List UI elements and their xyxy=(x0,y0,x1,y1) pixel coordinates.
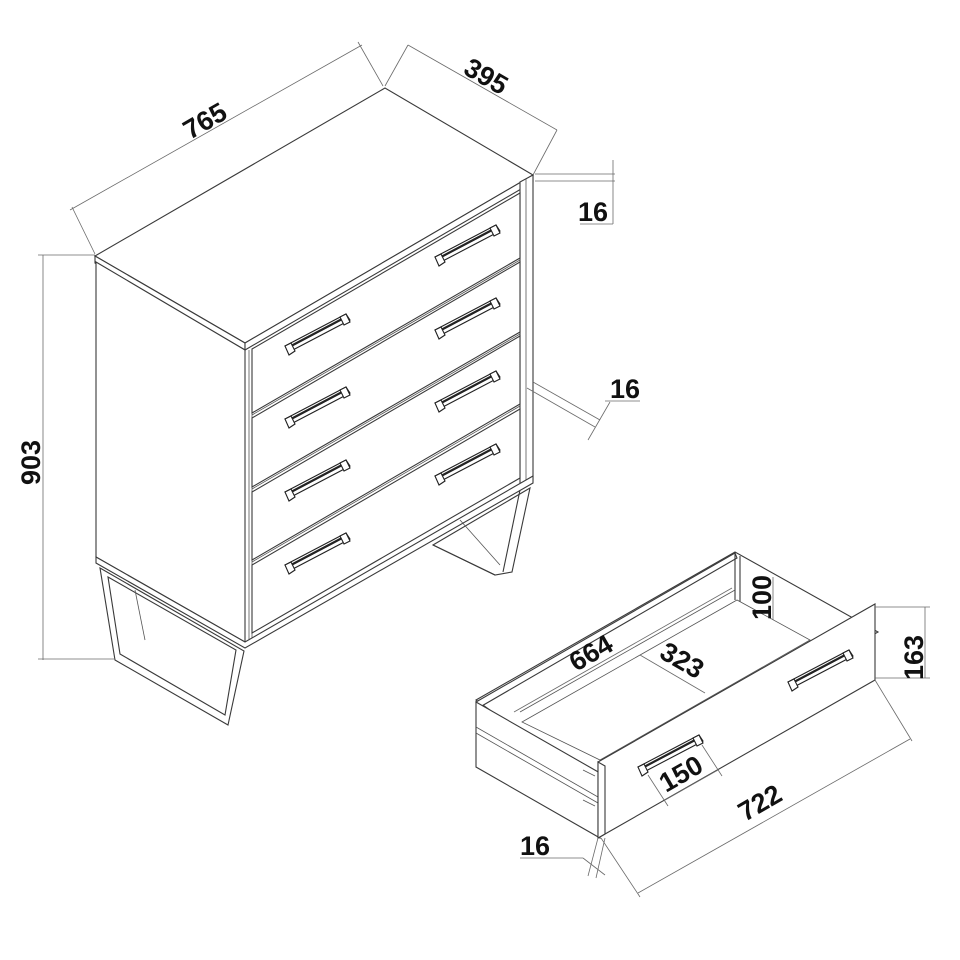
cabinet-legs xyxy=(99,486,531,726)
handle-icon xyxy=(787,649,854,692)
label-side-thickness: 16 xyxy=(610,374,640,404)
label-drawer-front-thickness: 16 xyxy=(520,831,550,861)
handle-icon xyxy=(284,386,351,429)
label-drawer-front-height: 163 xyxy=(899,635,929,680)
handle-icon xyxy=(434,443,501,486)
drawer-dimensions xyxy=(513,577,930,898)
cabinet-dimensions xyxy=(38,41,640,660)
label-cabinet-width: 765 xyxy=(178,97,232,146)
cabinet-right-side xyxy=(519,174,534,488)
label-top-thickness: 16 xyxy=(578,197,608,227)
drawer-front-3[interactable] xyxy=(251,335,521,561)
handle-icon xyxy=(284,313,351,356)
cabinet-base-rail xyxy=(95,475,534,649)
handle-icon xyxy=(284,532,351,575)
drawer-detail xyxy=(474,551,880,839)
drawer-front-4[interactable] xyxy=(251,408,521,634)
label-drawer-front-width: 722 xyxy=(733,779,787,828)
label-cabinet-height: 903 xyxy=(16,440,46,485)
handle-icon xyxy=(284,459,351,502)
label-cabinet-depth: 395 xyxy=(459,52,513,101)
handle-icon xyxy=(434,370,501,413)
handle-icon xyxy=(434,297,501,340)
drawer-left-side xyxy=(475,701,601,839)
handle-icon xyxy=(637,734,704,777)
drawer-front-2[interactable] xyxy=(251,261,521,488)
cabinet xyxy=(93,87,535,726)
drawer-handles xyxy=(284,224,501,575)
label-drawer-side-height: 100 xyxy=(747,575,777,620)
handle-icon xyxy=(434,224,501,267)
